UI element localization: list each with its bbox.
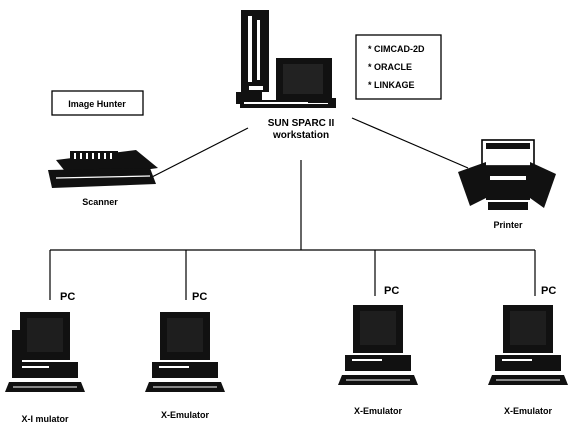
software-box: * CIMCAD-2D * ORACLE * LINKAGE <box>356 35 441 99</box>
pc-label-2: PC <box>192 291 207 303</box>
printer-icon <box>458 140 556 210</box>
image-hunter-label: Image Hunter <box>68 99 126 109</box>
terminals-group: X-I mulator X-Emulator X-Emulator X-Emulato… <box>5 305 568 424</box>
terminal-label-3: X-Emulator <box>354 406 403 416</box>
pc-label-1: PC <box>60 291 75 303</box>
terminal-label-2: X-Emulator <box>161 410 210 420</box>
workstation-icon <box>236 10 336 108</box>
scanner-icon <box>48 150 158 188</box>
software-item-1: * CIMCAD-2D <box>368 44 425 54</box>
terminal-icon-4 <box>488 305 568 385</box>
workstation-subtitle: workstation <box>272 130 329 141</box>
software-item-3: * LINKAGE <box>368 80 415 90</box>
terminal-icon-2 <box>145 312 225 392</box>
link-workstation-printer <box>352 118 468 168</box>
connector-lines <box>50 118 535 300</box>
software-item-2: * ORACLE <box>368 62 412 72</box>
pc-label-3: PC <box>384 285 399 297</box>
terminal-label-4: X-Emulator <box>504 406 553 416</box>
terminal-label-1: X-I mulator <box>21 414 69 424</box>
image-hunter-box: Image Hunter <box>52 91 143 115</box>
terminal-1-side-unit <box>12 330 22 370</box>
scanner-label: Scanner <box>82 197 118 207</box>
link-workstation-scanner <box>150 128 248 178</box>
terminal-icon-3 <box>338 305 418 385</box>
pc-label-4: PC <box>541 285 556 297</box>
workstation-title: SUN SPARC II <box>268 118 335 129</box>
printer-label: Printer <box>493 220 523 230</box>
